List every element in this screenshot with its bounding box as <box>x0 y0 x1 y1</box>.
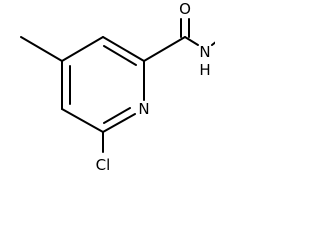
bond-n-methyl <box>211 41 215 46</box>
oxygen-label: O <box>179 0 191 18</box>
amide-group <box>143 18 215 62</box>
amide-nitrogen-label: N <box>199 43 210 61</box>
chlorine-label: Cl <box>96 156 111 174</box>
bond-ring-c6-n1 <box>102 113 136 133</box>
bond-ring-c5-c6 <box>61 108 104 133</box>
pyridine-ring <box>61 36 145 133</box>
bond-ring-c2-c3-inner <box>103 45 137 66</box>
chemical-structure-diagram: O N H N Cl <box>20 0 215 174</box>
amide-hydrogen-label: H <box>199 61 210 79</box>
bond-ring-c3-c4 <box>61 36 104 62</box>
bond-c2-carbonyl <box>143 36 186 62</box>
bond-ring-c2-c3 <box>102 36 145 62</box>
bond-methyl-c4 <box>20 36 63 62</box>
ring-nitrogen-label: N <box>138 100 149 118</box>
bond-carbonyl-n <box>184 36 199 46</box>
bond-ring-c6-n1-inner <box>103 107 131 124</box>
